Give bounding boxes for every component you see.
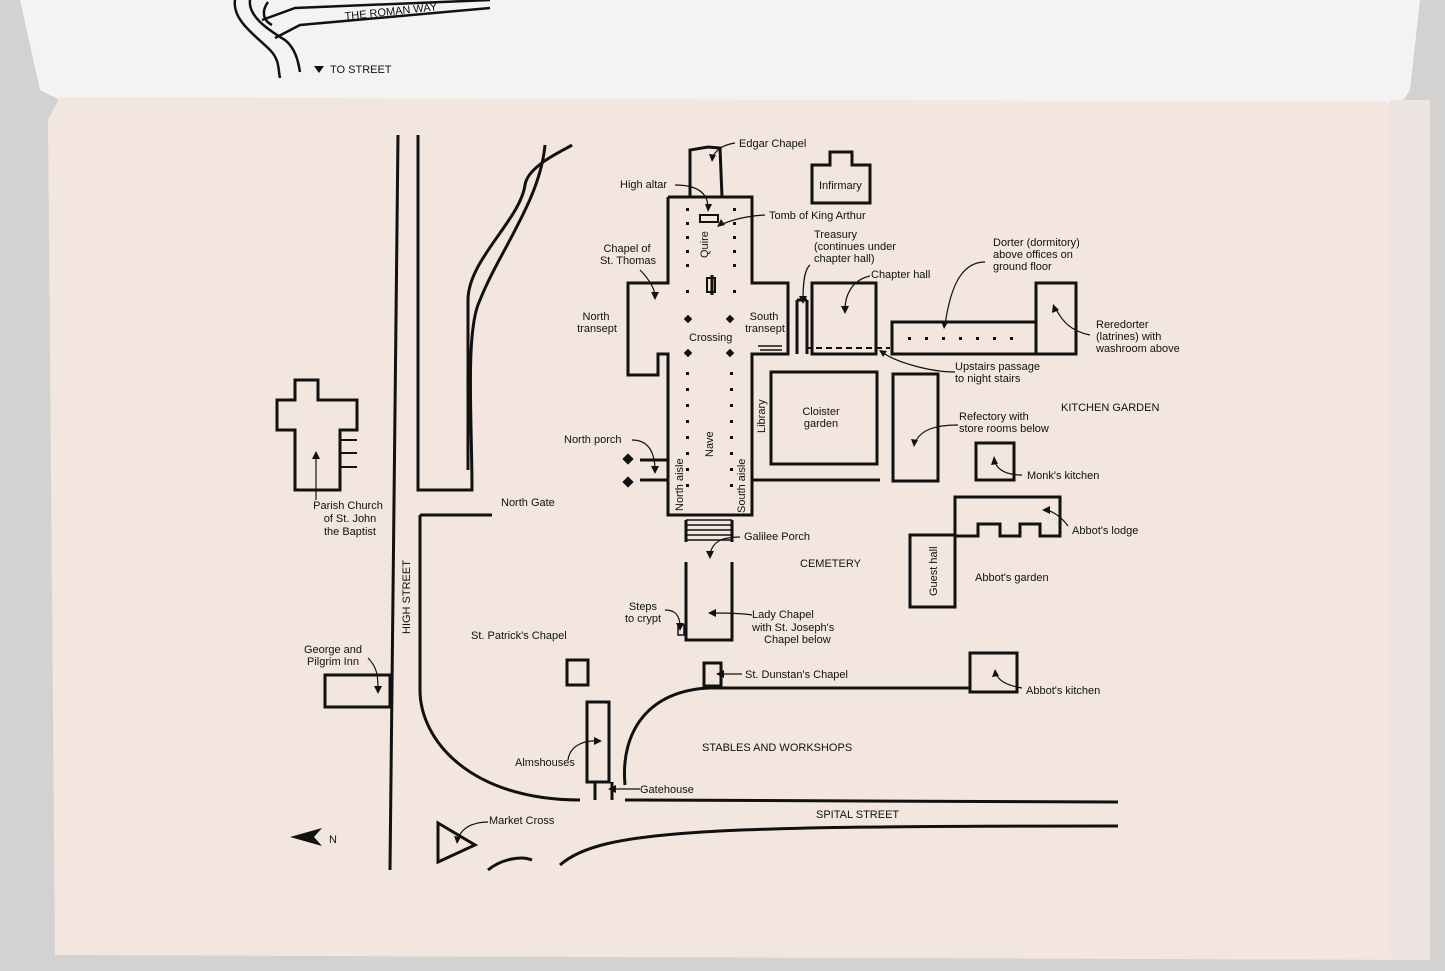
south-transept-label-1: South	[750, 311, 779, 323]
reredorter-label-1: Reredorter	[1096, 319, 1149, 331]
dorter-label-1: Dorter (dormitory)	[993, 237, 1080, 249]
cemetery-label: CEMETERY	[800, 558, 862, 570]
tomb-of-king-arthur-mark	[699, 214, 719, 223]
north-transept-label-1: North	[583, 311, 610, 323]
galilee-porch-label: Galilee Porch	[744, 531, 810, 543]
lady-chapel-label-3: Chapel below	[764, 634, 831, 646]
refectory-label-2: store rooms below	[959, 423, 1049, 435]
church-niches	[340, 439, 357, 468]
cloister-garden-label-2: garden	[804, 418, 838, 430]
edgar-chapel-label: Edgar Chapel	[739, 138, 806, 150]
treasury-label-2: (continues under	[814, 241, 896, 253]
st-patricks-chapel-label: St. Patrick's Chapel	[471, 630, 567, 642]
south-transept-label-2: transept	[745, 323, 785, 335]
almshouses-label: Almshouses	[515, 757, 575, 769]
monks-kitchen-label: Monk's kitchen	[1027, 470, 1099, 482]
stables-workshops-label: STABLES AND WORKSHOPS	[702, 742, 852, 754]
dorter-label-3: ground floor	[993, 261, 1052, 273]
chapel-st-thomas-label-2: St. Thomas	[600, 255, 657, 267]
cloister-garden-label-1: Cloister	[802, 406, 840, 418]
treasury-label-1: Treasury	[814, 229, 857, 241]
abbots-garden-label: Abbot's garden	[975, 572, 1049, 584]
page-edge	[1390, 100, 1430, 960]
abbey-church	[626, 145, 790, 642]
north-aisle-label: North aisle	[674, 458, 686, 511]
treasury-label-3: chapter hall)	[814, 253, 875, 265]
south-aisle-label: South aisle	[736, 459, 748, 513]
spital-street-label: SPITAL STREET	[816, 809, 899, 821]
george-pilgrim-inn-label-1: George and	[304, 644, 362, 656]
monastic-buildings	[275, 150, 1078, 784]
library-label: Library	[756, 399, 768, 433]
parish-church-label-1: Parish Church	[313, 500, 383, 512]
steps-to-crypt-label-1: Steps	[629, 601, 658, 613]
parish-church-label-3: the Baptist	[324, 526, 376, 538]
chapter-hall-label: Chapter hall	[871, 269, 930, 281]
st-dunstans-chapel-label: St. Dunstan's Chapel	[745, 669, 848, 681]
upstairs-passage-label-1: Upstairs passage	[955, 361, 1040, 373]
high-street-label: HIGH STREET	[401, 560, 413, 634]
arrow-heads	[312, 154, 1059, 844]
infirmary-label: Infirmary	[819, 180, 862, 192]
crossing-label: Crossing	[689, 332, 732, 344]
church-pillars	[622, 208, 736, 488]
north-gate-label: North Gate	[501, 497, 555, 509]
george-pilgrim-inn-label-2: Pilgrim Inn	[307, 656, 359, 668]
abbots-kitchen-label: Abbot's kitchen	[1026, 685, 1100, 697]
nave-label: Nave	[704, 431, 716, 457]
high-altar-mark	[706, 277, 716, 293]
north-porch-label: North porch	[564, 434, 621, 446]
dorter-label-2: above offices on	[993, 249, 1073, 261]
north-label: N	[329, 834, 337, 846]
abbots-lodge-label: Abbot's lodge	[1072, 525, 1138, 537]
dorter-dots	[908, 337, 1013, 340]
lady-chapel-label-2: with St. Joseph's	[751, 622, 835, 634]
north-arrow-icon	[290, 828, 322, 846]
reredorter-label-2: (latrines) with	[1096, 331, 1161, 343]
refectory-label-1: Refectory with	[959, 411, 1029, 423]
gatehouse-label: Gatehouse	[640, 784, 694, 796]
tomb-of-king-arthur-label: Tomb of King Arthur	[769, 210, 866, 222]
down-triangle-icon	[314, 66, 324, 73]
to-street-label: TO STREET	[330, 64, 392, 76]
galilee-porch-steps	[686, 345, 782, 541]
market-cross-triangle	[436, 820, 479, 865]
quire-label: Quire	[699, 231, 711, 258]
north-transept-label-2: transept	[577, 323, 617, 335]
reredorter-label-3: washroom above	[1095, 343, 1180, 355]
market-cross-label: Market Cross	[489, 815, 555, 827]
top-page	[20, 0, 1420, 105]
high-altar-label: High altar	[620, 179, 667, 191]
lady-chapel-label-1: Lady Chapel	[752, 609, 814, 621]
high-street-road	[388, 134, 581, 871]
top-page-road	[233, 0, 491, 79]
parish-church-label-2: of St. John	[324, 513, 377, 525]
guest-hall-label: Guest hall	[928, 546, 940, 596]
chapel-st-thomas-label-1: Chapel of	[603, 243, 651, 255]
upstairs-passage-label-2: to night stairs	[955, 373, 1021, 385]
steps-to-crypt-label-2: to crypt	[625, 613, 661, 625]
kitchen-garden-label: KITCHEN GARDEN	[1061, 402, 1159, 414]
